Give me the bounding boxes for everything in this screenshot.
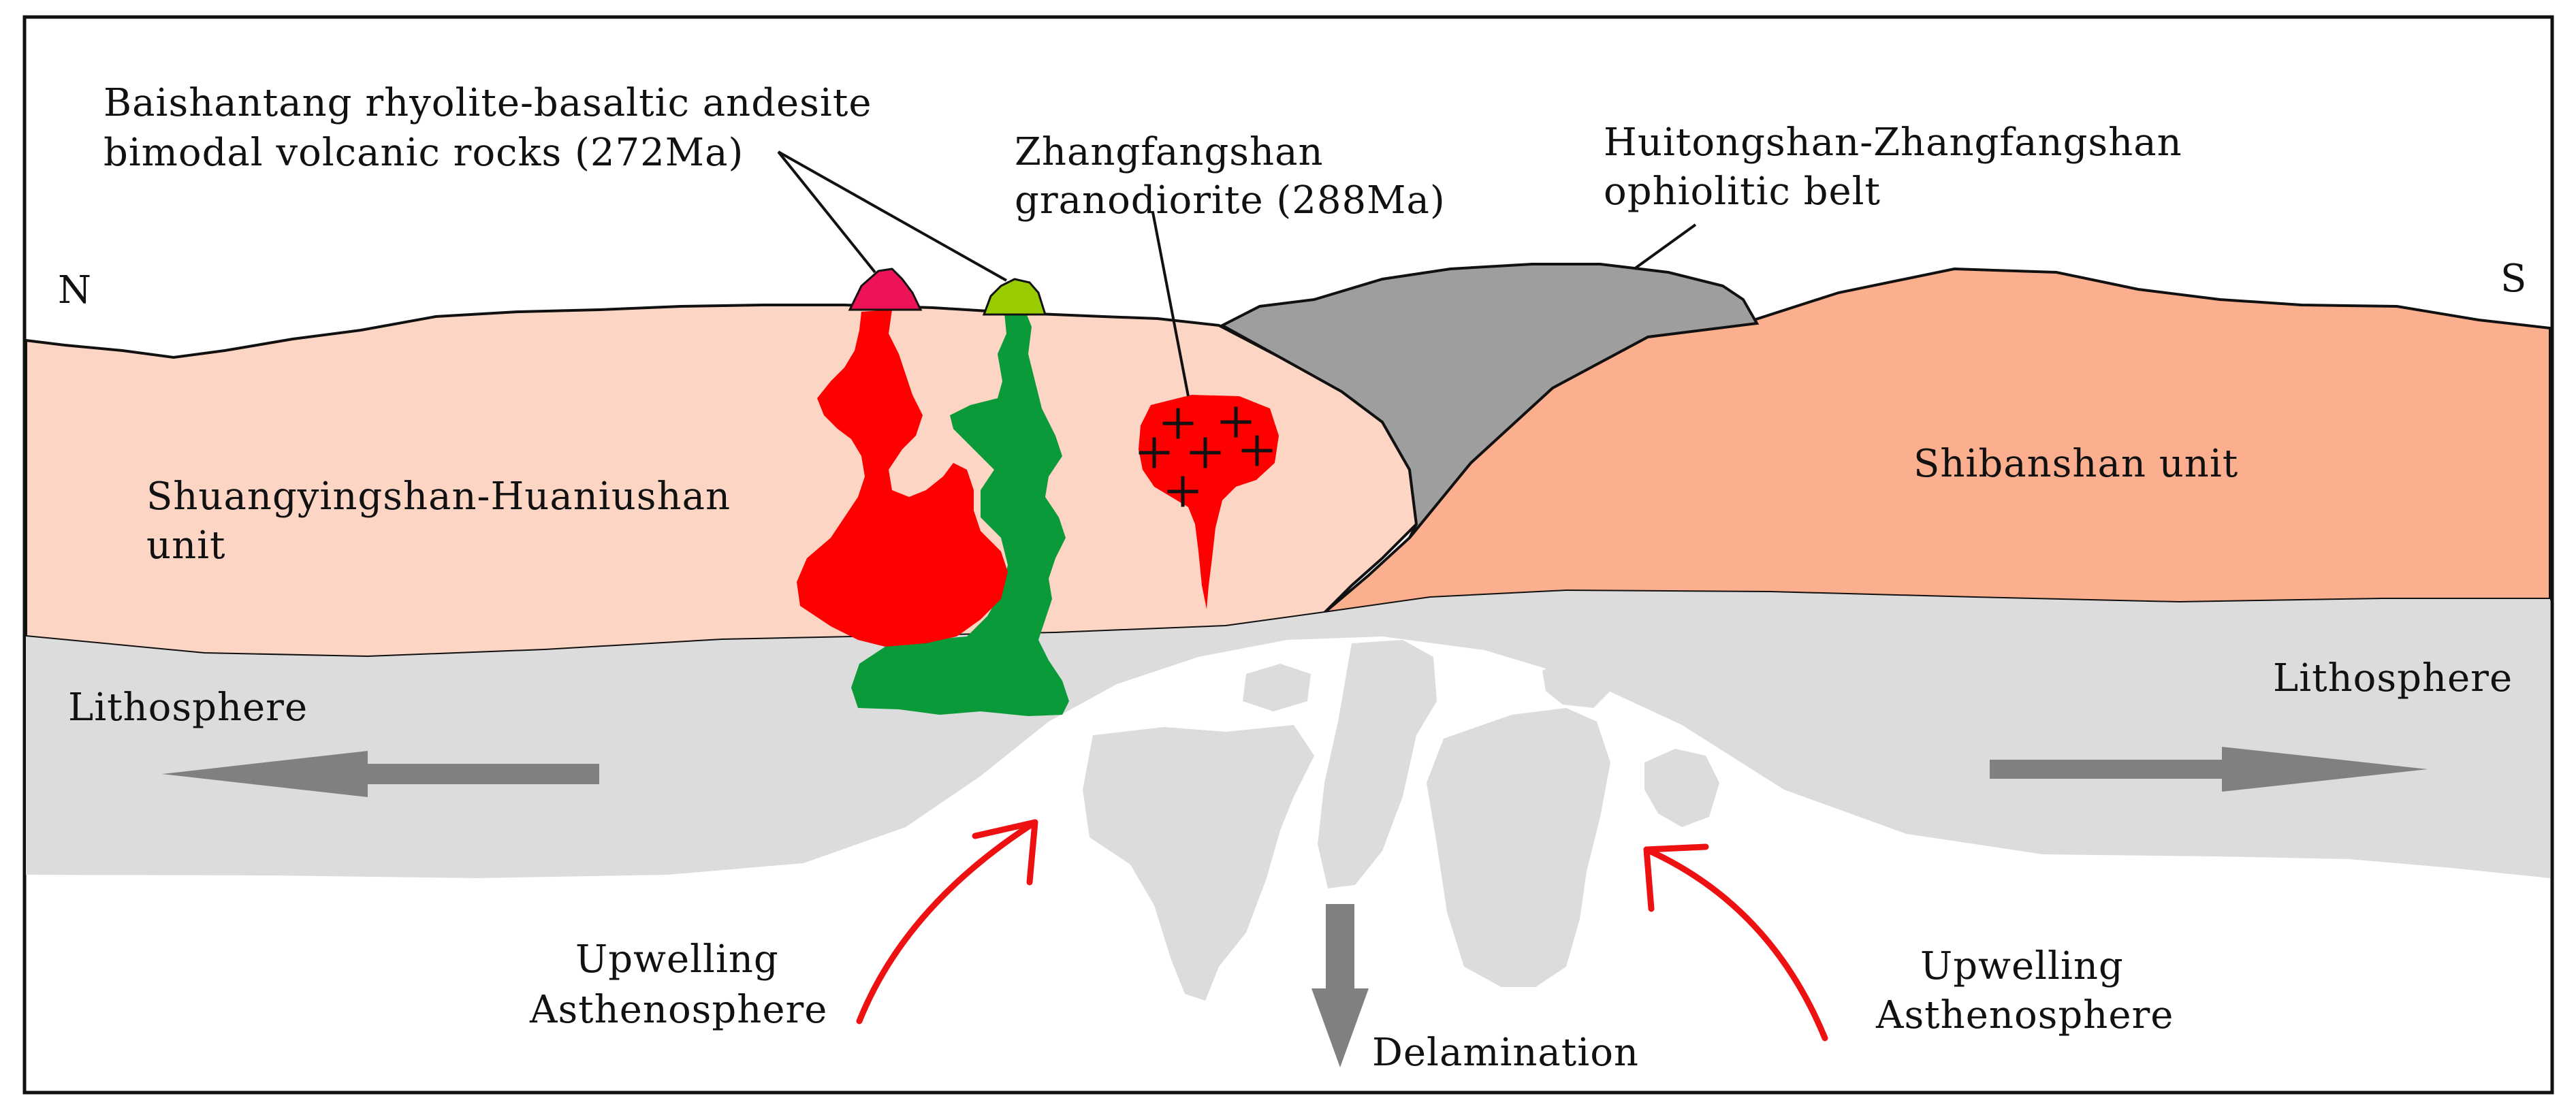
delamination-arrow [1311,904,1369,1067]
delaminated-block [1542,659,1610,708]
upwelling-arrow-left [856,819,1038,1025]
extension-arrow-left [162,751,599,797]
volcanic-leader-line [777,150,876,274]
north-label: N [58,268,92,312]
delamination-label: Delamination [1372,1031,1639,1075]
zhangfangshan-granodiorite-body [1139,395,1279,609]
felsic-intrusion [797,310,1008,647]
rhyolite-cap [848,268,923,311]
lithosphere-layer [26,591,2550,878]
ophiolite-label: ophiolitic belt [1604,170,1881,214]
upwelling-label-left: Asthenosphere [529,988,827,1032]
delaminated-block [1427,708,1610,987]
mafic-intrusion [851,310,1069,716]
delaminated-block [1083,725,1314,1001]
shuangyingshan-label: unit [146,523,226,568]
south-label: S [2500,257,2527,301]
granodiorite-label: granodiorite (288Ma) [1015,178,1446,223]
delaminated-block [1243,664,1311,711]
andesite-cap [982,278,1047,316]
lithosphere-label-left: Lithosphere [68,685,308,730]
upwelling-label-left: Upwelling [575,937,779,982]
granodiorite-leader-line [1151,212,1190,397]
upwelling-label-right: Upwelling [1920,944,2124,988]
delaminated-block [1318,640,1437,888]
shuangyingshan-label: Shuangyingshan-Huaniushan [146,474,731,519]
lithosphere-label-right: Lithosphere [2273,656,2513,700]
volcanic-rocks-label: Baishantang rhyolite-basaltic andesite [104,81,872,125]
volcanic-rocks-label: bimodal volcanic rocks (272Ma) [104,131,744,175]
extension-arrow-right [1990,747,2428,792]
ophiolite-leader-line [1633,223,1697,270]
granite-plus-pattern [1139,406,1273,507]
upwelling-label-right: Asthenosphere [1875,993,2174,1037]
shibanshan-label: Shibanshan unit [1913,442,2238,486]
ophiolite-label: Huitongshan-Zhangfangshan [1604,120,2182,165]
delaminated-block [1644,749,1719,827]
ophiolite-belt [1219,263,1760,539]
granodiorite-label: Zhangfangshan [1015,130,1324,174]
leader-lines [777,150,1697,397]
volcanic-leader-line [778,150,1007,282]
upwelling-arrow-right [1643,843,1828,1042]
